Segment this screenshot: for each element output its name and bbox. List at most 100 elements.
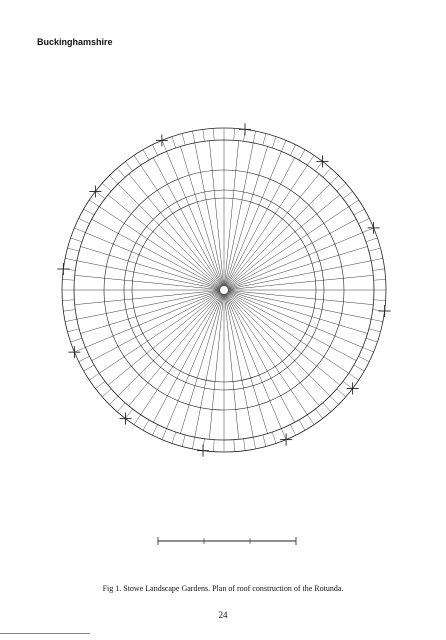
- plan-rib: [67, 247, 80, 252]
- plan-rafter: [180, 146, 224, 287]
- plan-rib: [89, 373, 100, 381]
- plan-rafter: [224, 293, 254, 438]
- plan-rib: [63, 309, 76, 312]
- plan-rib: [62, 299, 75, 301]
- plan-rafter: [227, 246, 368, 290]
- plan-rib: [192, 131, 195, 143]
- plan-rafter: [140, 165, 222, 287]
- plan-rafter: [226, 183, 331, 288]
- plan-rib: [65, 319, 77, 322]
- plan-rafter: [117, 183, 222, 288]
- plan-rib: [78, 356, 90, 362]
- plan-rib: [78, 218, 90, 224]
- plan-rib: [83, 208, 95, 216]
- plan-rib: [362, 227, 374, 233]
- plan-rib: [362, 347, 374, 353]
- plan-rib: [70, 338, 83, 343]
- plan-rafter: [85, 232, 221, 289]
- plan-rib: [315, 408, 323, 419]
- plan-rib: [102, 183, 112, 192]
- plan-rafter: [99, 206, 221, 288]
- plan-rib: [192, 437, 195, 449]
- plan-rib: [117, 402, 126, 412]
- plan-rafter: [80, 246, 221, 290]
- plan-rafter: [128, 292, 222, 407]
- plan-rib: [125, 408, 133, 419]
- plan-rib: [213, 439, 215, 452]
- plan-rafter: [227, 206, 349, 288]
- plan-rib: [298, 419, 306, 431]
- plan-rafter: [107, 194, 222, 288]
- plan-rafter: [74, 290, 221, 305]
- plan-rafter: [224, 146, 268, 287]
- plan-rafter: [153, 157, 223, 287]
- plan-rafter: [99, 292, 221, 374]
- plan-rafter: [85, 291, 221, 348]
- plan-rib: [307, 155, 315, 166]
- plan-rib: [67, 328, 80, 333]
- plan-rafter: [166, 293, 223, 429]
- plan-rib: [315, 161, 323, 172]
- plan-rafter: [227, 292, 349, 374]
- plan-rib: [233, 128, 235, 141]
- page-number: 24: [218, 610, 228, 620]
- plan-rib: [371, 319, 383, 322]
- plan-rafter: [224, 142, 254, 287]
- figure-caption: Fig 1. Stowe Landscape Gardens. Plan of …: [102, 584, 344, 593]
- plan-rib: [281, 140, 287, 152]
- plan-rib: [272, 136, 277, 149]
- plan-rafter: [140, 293, 222, 415]
- plan-rib: [133, 414, 141, 425]
- plan-rafter: [209, 293, 224, 440]
- plan-rib: [262, 133, 267, 146]
- plan-rib: [161, 140, 167, 152]
- plan-rafter: [91, 219, 221, 289]
- plan-rib: [373, 279, 386, 281]
- plan-rib: [342, 191, 353, 199]
- plan-rafter: [227, 291, 357, 361]
- plan-rib: [358, 218, 370, 224]
- plan-rafter: [226, 165, 308, 287]
- plan-rib: [253, 437, 256, 449]
- plan-rib: [161, 428, 167, 440]
- plan-rafter: [225, 293, 282, 429]
- plan-rib: [373, 299, 386, 301]
- plan-rib: [233, 439, 235, 452]
- plan-rib: [109, 175, 119, 185]
- plan-rib: [368, 328, 381, 333]
- plan-rafter: [227, 275, 374, 290]
- plan-rib: [89, 199, 100, 207]
- plan-rafter: [227, 291, 363, 348]
- plan-rib: [336, 388, 346, 397]
- plan-rib: [298, 149, 306, 161]
- plan-rib: [372, 268, 385, 271]
- plan-rafter: [226, 292, 320, 407]
- plan-rib: [365, 338, 378, 343]
- plan-rib: [307, 414, 315, 425]
- plan-rib: [152, 424, 158, 436]
- plan-rib: [125, 161, 133, 172]
- plan-rib: [102, 388, 112, 397]
- plan-rib: [342, 381, 353, 389]
- county-heading: Buckinghamshire: [37, 37, 113, 47]
- plan-rafter: [225, 293, 295, 423]
- footer-rule: [0, 633, 90, 634]
- plan-rafter: [227, 232, 363, 289]
- plan-rafter: [227, 260, 372, 290]
- plan-rafter: [226, 173, 320, 288]
- plan-rib: [213, 128, 215, 141]
- plan-rafter: [226, 292, 341, 386]
- scale-bar: [157, 537, 297, 545]
- plan-rafter: [194, 142, 224, 287]
- plan-rib: [243, 438, 246, 451]
- plan-rafter: [117, 292, 222, 397]
- plan-rib: [368, 247, 381, 252]
- plan-rafter: [227, 290, 368, 334]
- plan-rafter: [227, 219, 357, 289]
- plan-rib: [329, 395, 339, 405]
- plan-rib: [109, 395, 119, 405]
- plan-rib: [353, 208, 365, 216]
- plan-rib: [65, 258, 77, 261]
- plan-rib: [290, 144, 296, 156]
